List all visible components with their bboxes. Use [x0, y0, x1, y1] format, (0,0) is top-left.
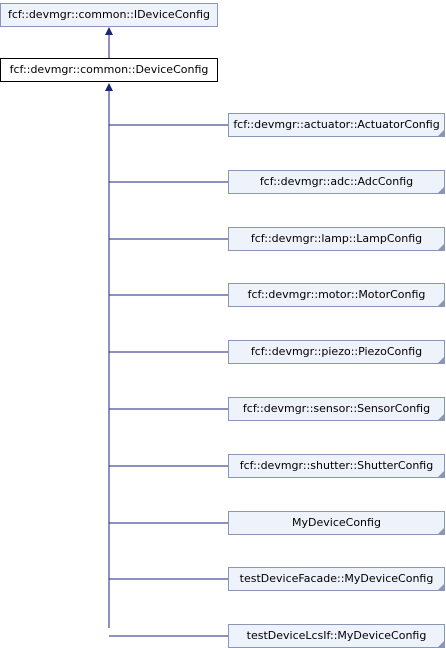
derived-class-label: fcf::devmgr::shutter::ShutterConfig	[239, 459, 434, 472]
derived-class-label: fcf::devmgr::actuator::ActuatorConfig	[233, 118, 440, 131]
derived-class-node[interactable]: testDeviceFacade::MyDeviceConfig	[228, 567, 445, 591]
fold-corner-icon	[438, 300, 444, 306]
derived-class-label: fcf::devmgr::lamp::LampConfig	[250, 232, 423, 245]
fold-corner-icon	[438, 641, 444, 647]
fold-corner-icon	[438, 244, 444, 250]
base-class-node[interactable]: fcf::devmgr::common::IDeviceConfig	[0, 3, 218, 27]
derived-class-label: testDeviceLcsIf::MyDeviceConfig	[246, 629, 427, 642]
fold-corner-icon	[438, 584, 444, 590]
fold-corner-icon	[438, 414, 444, 420]
arrowhead-base	[105, 27, 113, 35]
derived-class-node[interactable]: fcf::devmgr::motor::MotorConfig	[228, 283, 445, 307]
main-class-node: fcf::devmgr::common::DeviceConfig	[0, 58, 218, 82]
fold-corner-icon	[438, 357, 444, 363]
derived-class-label: MyDeviceConfig	[292, 516, 381, 529]
derived-class-node[interactable]: fcf::devmgr::adc::AdcConfig	[228, 170, 445, 194]
derived-class-label: fcf::devmgr::adc::AdcConfig	[259, 175, 414, 188]
derived-class-node[interactable]: fcf::devmgr::actuator::ActuatorConfig	[228, 113, 445, 137]
derived-class-label: fcf::devmgr::sensor::SensorConfig	[242, 402, 431, 415]
derived-class-node[interactable]: fcf::devmgr::sensor::SensorConfig	[228, 397, 445, 421]
arrowhead-main	[105, 83, 113, 91]
derived-class-label: fcf::devmgr::piezo::PiezoConfig	[250, 345, 423, 358]
derived-class-label: testDeviceFacade::MyDeviceConfig	[239, 572, 434, 585]
derived-class-node[interactable]: fcf::devmgr::piezo::PiezoConfig	[228, 340, 445, 364]
fold-corner-icon	[438, 528, 444, 534]
derived-class-node[interactable]: testDeviceLcsIf::MyDeviceConfig	[228, 624, 445, 648]
fold-corner-icon	[438, 187, 444, 193]
derived-class-node[interactable]: fcf::devmgr::lamp::LampConfig	[228, 227, 445, 251]
derived-class-node[interactable]: fcf::devmgr::shutter::ShutterConfig	[228, 454, 445, 478]
derived-class-label: fcf::devmgr::motor::MotorConfig	[247, 288, 426, 301]
derived-branches	[109, 124, 228, 637]
fold-corner-icon	[438, 130, 444, 136]
derived-class-node[interactable]: MyDeviceConfig	[228, 511, 445, 535]
fold-corner-icon	[438, 471, 444, 477]
